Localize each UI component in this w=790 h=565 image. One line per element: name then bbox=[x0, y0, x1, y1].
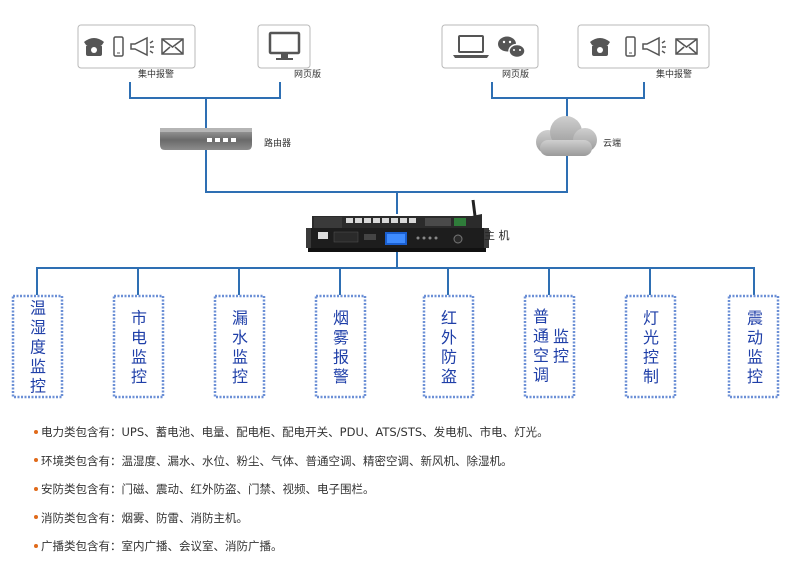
topology-diagram: 集中报警 网页版 网页版 bbox=[11, 24, 780, 399]
host-device-icon bbox=[306, 199, 489, 252]
mobile-icon bbox=[625, 36, 636, 57]
monitor-box-temp-humidity bbox=[11, 294, 64, 399]
bullet-icon bbox=[34, 458, 38, 462]
cloud-icon bbox=[536, 116, 597, 156]
note-text: 广播类包含有：室内广播、会议室、消防广播。 bbox=[41, 539, 283, 553]
megaphone-icon bbox=[130, 36, 154, 57]
monitor-label-smoke-alarm: 烟雾报警 bbox=[333, 308, 349, 386]
envelope-icon bbox=[675, 38, 698, 55]
mobile-icon bbox=[113, 36, 124, 57]
right-central-alarm-terminal: 集中报警 bbox=[577, 24, 710, 80]
host: 主 机 bbox=[306, 199, 510, 252]
laptop-icon bbox=[453, 35, 489, 58]
right-web-label: 网页版 bbox=[502, 68, 529, 80]
note-item: 电力类包含有：UPS、蓄电池、电量、配电柜、配电开关、PDU、ATS/STS、发… bbox=[34, 422, 774, 451]
bullet-icon bbox=[34, 486, 38, 491]
category-notes: 电力类包含有：UPS、蓄电池、电量、配电柜、配电开关、PDU、ATS/STS、发… bbox=[34, 422, 774, 565]
monitor-label-vibration-monitoring: 震动监控 bbox=[747, 308, 763, 386]
router-label: 路由器 bbox=[264, 137, 291, 149]
note-text: 消防类包含有：烟雾、防雷、消防主机。 bbox=[41, 510, 248, 525]
right-central-alarm-label: 集中报警 bbox=[656, 68, 692, 80]
bullet-icon bbox=[34, 429, 38, 434]
cloud: 云端 bbox=[536, 116, 621, 156]
connection-lines bbox=[36, 82, 755, 295]
note-item: 消防类包含有：烟雾、防雷、消防主机。 bbox=[34, 508, 774, 537]
monitor-label-ac-col-2: 监控 bbox=[553, 327, 569, 366]
left-web-label: 网页版 bbox=[294, 68, 321, 80]
monitor-label-water-leak: 漏水监控 bbox=[232, 308, 248, 386]
left-central-alarm-label: 集中报警 bbox=[138, 68, 174, 80]
bullet-icon bbox=[34, 543, 38, 548]
envelope-icon bbox=[161, 38, 184, 55]
monitor-box-ac-monitoring bbox=[523, 294, 576, 399]
note-item: 安防类包含有：门磁、震动、红外防盗、门禁、视频、电子围栏。 bbox=[34, 479, 774, 508]
monitor-label-temp-humidity: 温湿度监控 bbox=[30, 299, 46, 396]
wechat-icon bbox=[498, 36, 526, 59]
host-label: 主 机 bbox=[484, 228, 510, 242]
cloud-label: 云端 bbox=[603, 137, 621, 149]
note-text: 环境类包含有：温湿度、漏水、水位、粉尘、气体、普通空调、精密空调、新风机、除湿机… bbox=[41, 453, 513, 468]
phone-icon bbox=[84, 38, 104, 56]
megaphone-icon bbox=[642, 36, 666, 57]
bullet-icon bbox=[34, 515, 38, 519]
monitor-box-smoke-alarm bbox=[314, 294, 367, 399]
monitor-boxes bbox=[11, 294, 780, 399]
left-web-terminal: 网页版 bbox=[257, 24, 321, 80]
monitor-box-water-leak bbox=[213, 294, 266, 399]
note-text: 安防类包含有：门磁、震动、红外防盗、门禁、视频、电子围栏。 bbox=[41, 482, 375, 496]
phone-icon bbox=[590, 38, 610, 56]
monitor-label-ac-col-1: 普通空调 bbox=[533, 307, 549, 385]
monitor-label-mains-power: 市电监控 bbox=[131, 308, 147, 386]
left-central-alarm-terminal: 集中报警 bbox=[77, 24, 196, 80]
monitor-label-infrared-anti-theft: 红外防盗 bbox=[441, 308, 457, 386]
monitor-box-mains-power bbox=[112, 294, 165, 399]
note-item: 环境类包含有：温湿度、漏水、水位、粉尘、气体、普通空调、精密空调、新风机、除湿机… bbox=[34, 451, 774, 480]
monitor-box-light-control bbox=[624, 294, 677, 399]
monitor-box-infrared-anti-theft bbox=[422, 294, 475, 399]
monitor-box-vibration-monitoring bbox=[727, 294, 780, 399]
router: 路由器 bbox=[160, 128, 291, 150]
monitor-label-light-control: 灯光控制 bbox=[643, 308, 659, 386]
router-icon bbox=[160, 128, 252, 150]
note-item: 广播类包含有：室内广播、会议室、消防广播。 bbox=[34, 536, 774, 565]
note-text: 电力类包含有：UPS、蓄电池、电量、配电柜、配电开关、PDU、ATS/STS、发… bbox=[41, 425, 549, 439]
right-web-terminal: 网页版 bbox=[441, 24, 539, 80]
monitor-icon bbox=[268, 31, 301, 60]
